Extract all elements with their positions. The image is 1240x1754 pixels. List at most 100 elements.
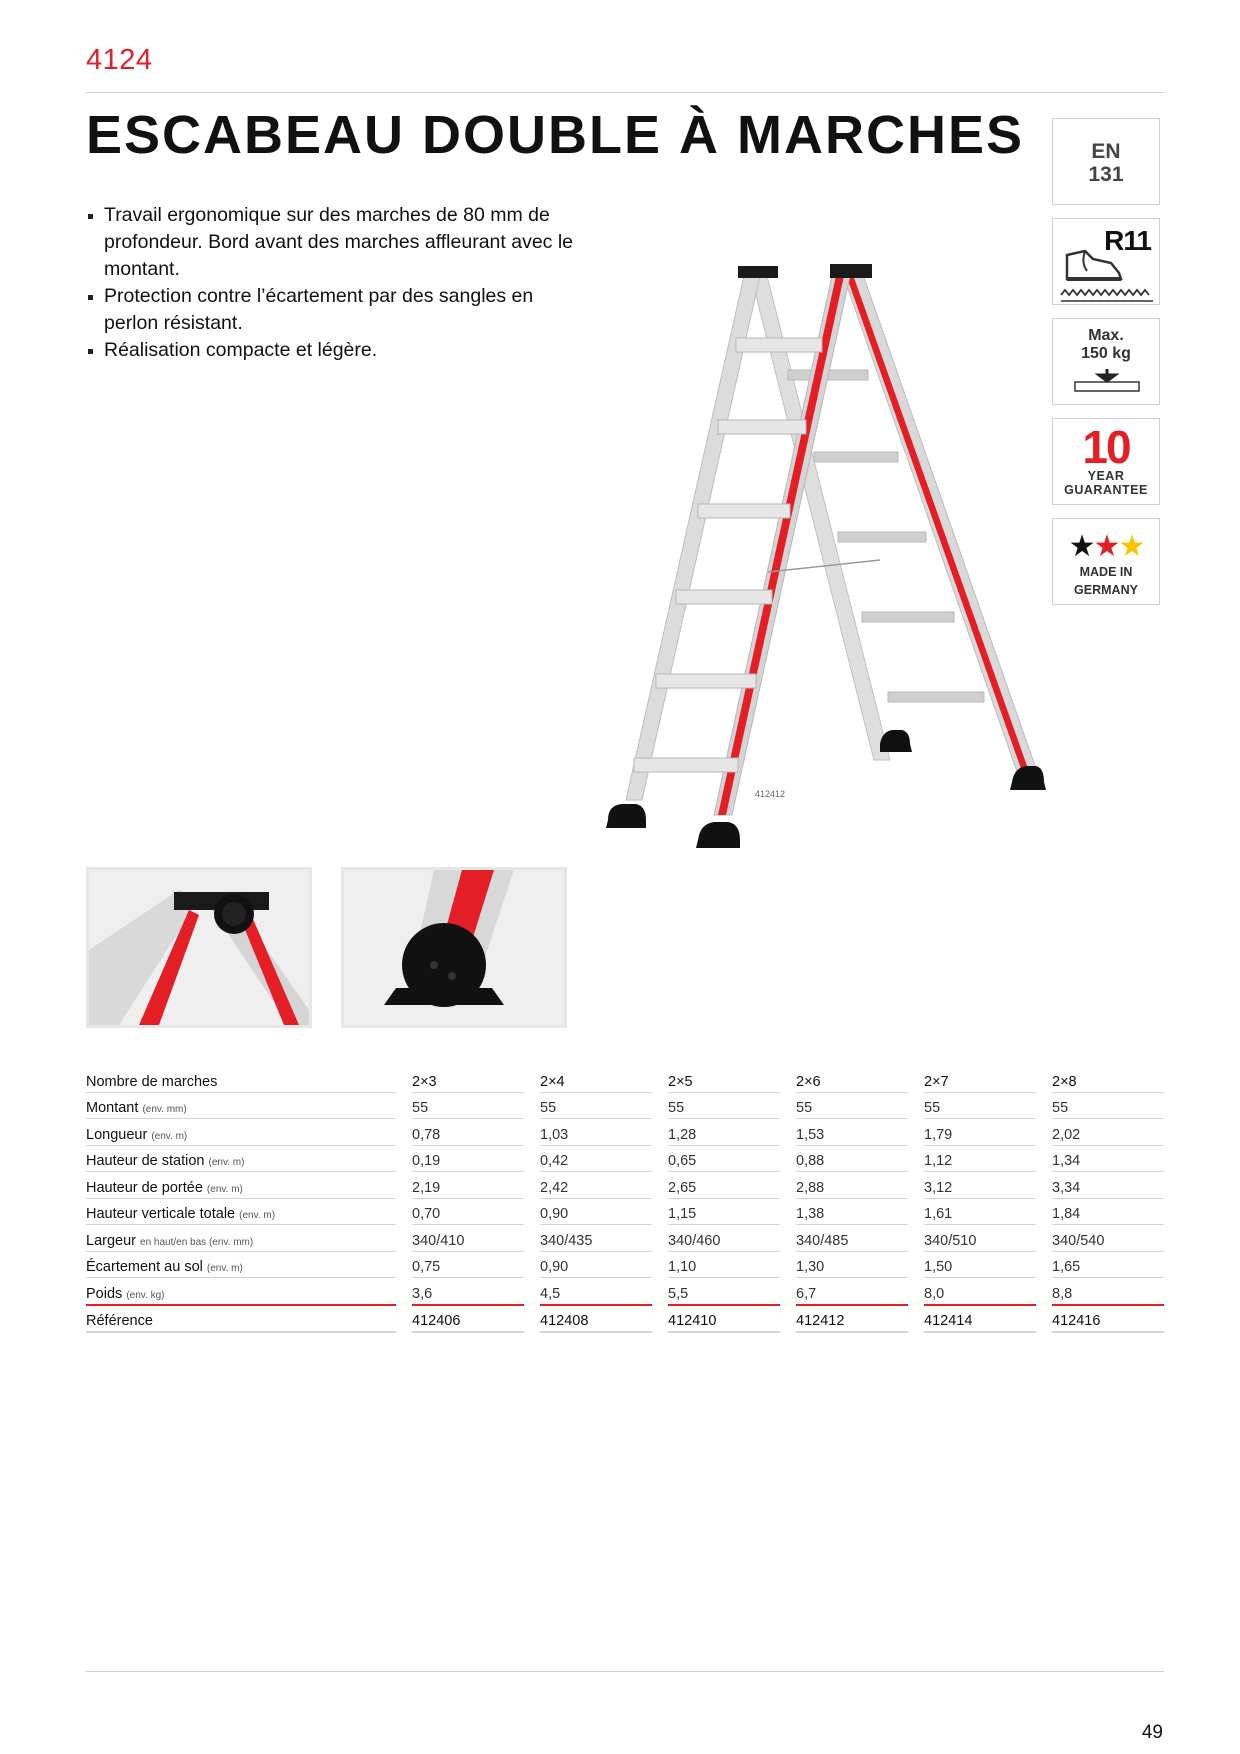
cell-value: 1,12 [924,1145,1036,1172]
reference-row: Référence 412406 412408 412410 412412 41… [86,1304,1164,1333]
cell-value: 2,42 [540,1171,652,1199]
cell-value: 1,30 [796,1251,908,1278]
cell-value: 1,84 [1052,1198,1164,1225]
en-number: 131 [1088,163,1124,186]
max-load-badge: Max. 150 kg [1052,318,1160,405]
cell-value: 0,42 [540,1145,652,1172]
cell-value: 1,28 [668,1118,780,1146]
row-label-text: Largeur [86,1232,136,1249]
reference-value: 412414 [924,1304,1036,1333]
cell-value: 8,8 [1052,1277,1164,1306]
page-title: ESCABEAU DOUBLE À MARCHES [86,105,1025,165]
german-stars-icon: ★★★ [1068,530,1146,563]
row-unit: (env. m) [151,1130,188,1142]
cell-value: 2,65 [668,1171,780,1199]
row-label-text: Hauteur verticale totale [86,1206,236,1222]
column-header: 2×5 [668,1066,780,1093]
row-label: Largeur en haut/en bas (env. mm) [86,1224,396,1252]
guarantee-badge: 10 YEAR GUARANTEE [1052,418,1160,505]
step-ladder-image [606,264,1046,848]
feature-item: Réalisation compacte et légère. [86,337,586,364]
row-label: Hauteur verticale totale (env. m) [86,1198,396,1225]
product-code: 4124 [86,44,153,76]
foot-detail-image [341,867,567,1028]
cell-value: 340/410 [412,1224,524,1252]
cell-value: 1,15 [668,1198,780,1225]
feature-item: Travail ergonomique sur des marches de 8… [86,202,586,283]
cell-value: 1,50 [924,1251,1036,1278]
top-divider [86,92,1164,93]
row-label-text: Montant [86,1100,139,1116]
top-cap-detail-image [86,867,312,1028]
cell-value: 55 [924,1092,1036,1119]
cell-value: 55 [540,1092,652,1119]
image-reference-label: 412412 [755,789,786,799]
cell-value: 1,61 [924,1198,1036,1225]
en-label: EN [1091,140,1121,163]
row-unit: (env. mm) [142,1104,187,1115]
row-unit: (env. kg) [126,1289,165,1301]
cell-value: 340/540 [1052,1224,1164,1252]
made-in-line1: MADE IN [1079,565,1133,579]
row-unit: (env. m) [206,1263,243,1274]
reference-value: 412416 [1052,1304,1164,1333]
reference-value: 412408 [540,1304,652,1333]
cell-value: 0,70 [412,1198,524,1225]
cell-value: 0,90 [540,1198,652,1225]
header-label: Nombre de marches [86,1066,396,1093]
r11-label: R11 [1104,225,1152,256]
made-in-germany-badge: ★★★ MADE IN GERMANY [1052,518,1160,605]
cell-value: 340/485 [796,1224,908,1252]
row-label-text: Écartement au sol [86,1259,203,1275]
column-header: 2×3 [412,1066,524,1093]
cell-value: 0,19 [412,1145,524,1172]
max-label: Max. [1088,327,1124,344]
cell-value: 1,53 [796,1118,908,1146]
cell-value: 2,88 [796,1171,908,1199]
cell-value: 0,65 [668,1145,780,1172]
r11-badge: R11 [1052,218,1160,305]
reference-value: 412406 [412,1304,524,1333]
row-label: Écartement au sol (env. m) [86,1251,396,1278]
row-label: Hauteur de station (env. m) [86,1145,396,1172]
load-arrow-icon [1074,369,1140,392]
row-label-text: Poids [86,1285,123,1302]
column-header: 2×8 [1052,1066,1164,1093]
row-label: Longueur (env. m) [86,1118,396,1146]
row-unit: en haut/en bas (env. mm) [140,1236,254,1248]
column-header: 2×4 [540,1066,652,1093]
max-load-value: 150 kg [1081,345,1131,362]
table-row: Montant (env. mm) 55 55 55 55 55 55 [86,1092,1164,1119]
table-row: Largeur en haut/en bas (env. mm) 340/410 3… [86,1224,1164,1252]
cell-value: 5,5 [668,1277,780,1306]
cell-value: 55 [668,1092,780,1119]
guarantee-years: 10 [1082,421,1131,473]
cell-value: 1,10 [668,1251,780,1278]
cell-value: 1,03 [540,1118,652,1146]
made-in-line2: GERMANY [1074,583,1138,597]
row-unit: (env. m) [208,1157,245,1168]
reference-label: Référence [86,1304,396,1333]
column-header: 2×7 [924,1066,1036,1093]
cell-value: 3,34 [1052,1171,1164,1199]
cell-value: 55 [796,1092,908,1119]
cell-value: 55 [412,1092,524,1119]
cell-value: 4,5 [540,1277,652,1306]
cell-value: 3,6 [412,1277,524,1306]
row-label-text: Hauteur de station [86,1153,205,1169]
page-number: 49 [1141,1722,1163,1743]
cell-value: 2,02 [1052,1118,1164,1146]
cell-value: 55 [1052,1092,1164,1119]
cell-value: 0,75 [412,1251,524,1278]
cell-value: 8,0 [924,1277,1036,1306]
reference-value: 412410 [668,1304,780,1333]
cell-value: 0,88 [796,1145,908,1172]
cell-value: 2,19 [412,1171,524,1199]
cell-value: 340/510 [924,1224,1036,1252]
row-unit: (env. m) [239,1210,276,1221]
specification-table: Nombre de marches 2×3 2×4 2×5 2×6 2×7 2×… [86,1066,1164,1333]
cell-value: 1,65 [1052,1251,1164,1278]
